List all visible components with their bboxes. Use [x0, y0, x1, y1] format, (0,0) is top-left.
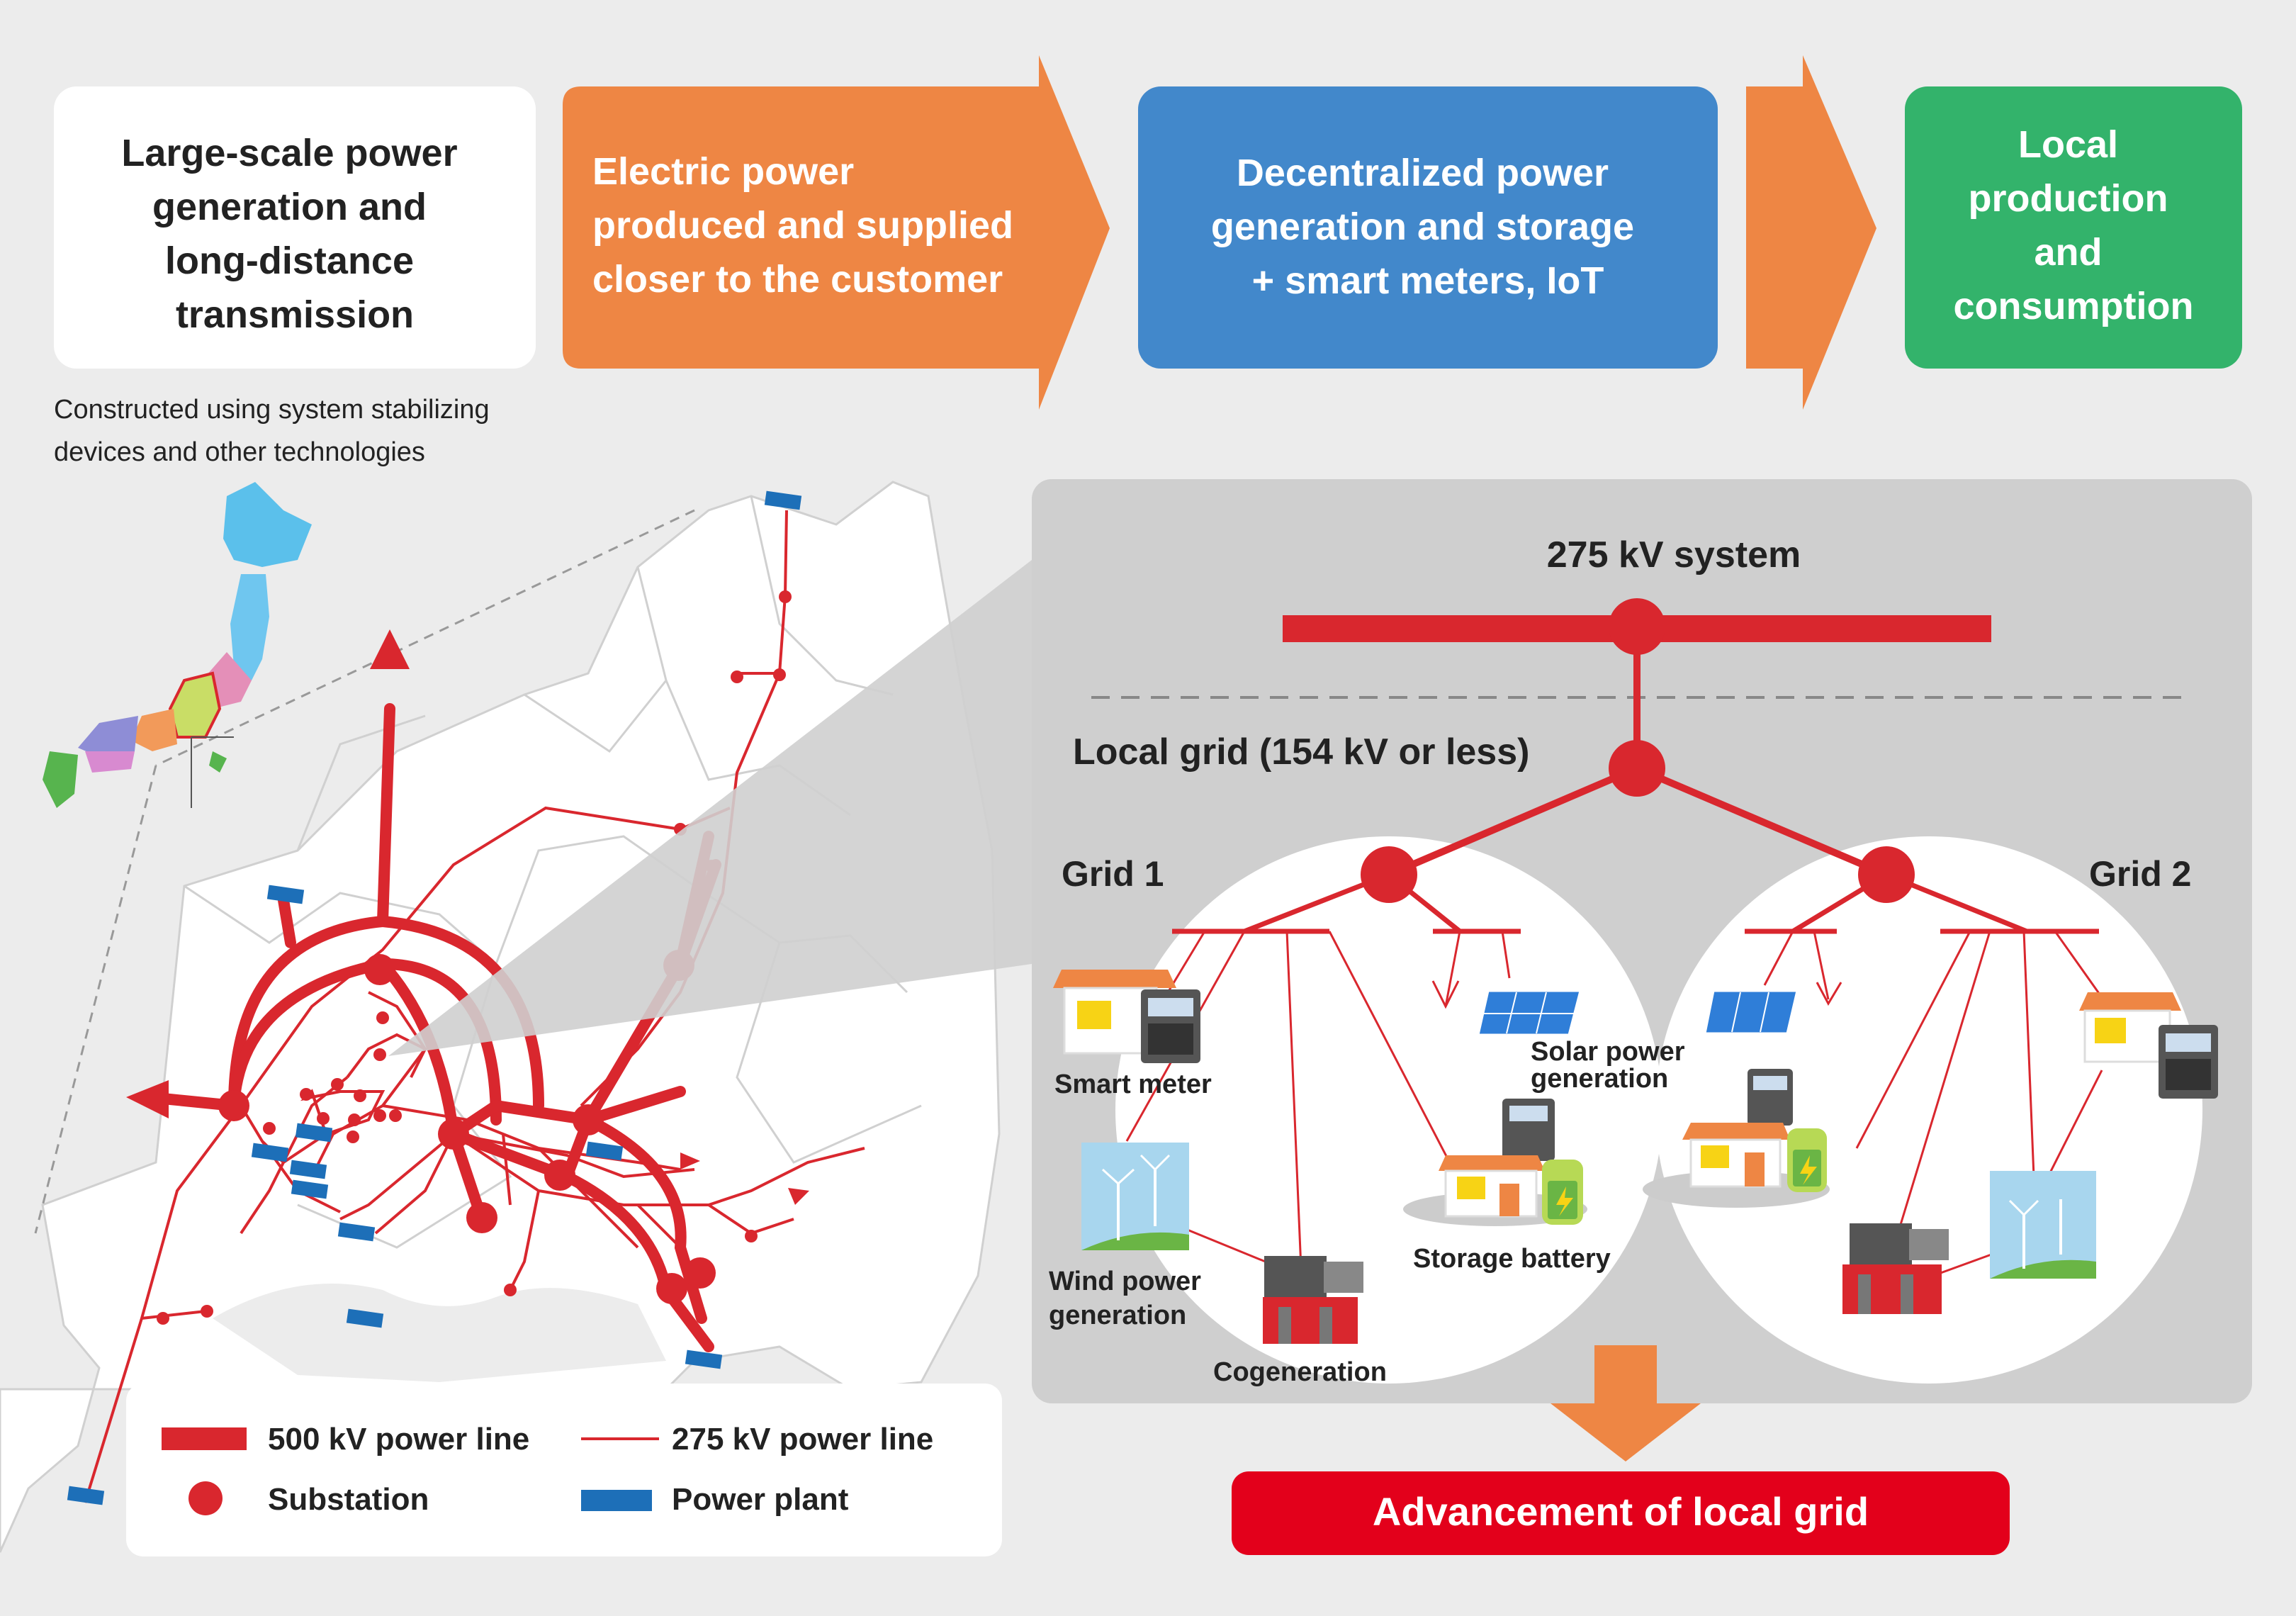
wind-label: Wind power generation	[1049, 1267, 1209, 1330]
local-grid-label: Local grid (154 kV or less)	[1073, 731, 1529, 773]
solar-label: Solar power generation	[1531, 1037, 1692, 1094]
legend-500kv-label: 500 kV power line	[268, 1422, 529, 1457]
down-arrow	[1551, 1345, 1701, 1461]
legend-power-plant-swatch	[581, 1490, 652, 1511]
local-grid-panel: 275 kV system Local grid (154 kV or less…	[1032, 479, 2252, 1403]
smart-meter-icon	[1748, 1069, 1793, 1126]
legend-substation-label: Substation	[268, 1482, 429, 1517]
smart-meter-icon	[1502, 1099, 1555, 1161]
storage-battery-icon	[1542, 1160, 1583, 1225]
wind-turbine-icon	[1990, 1171, 2096, 1279]
flow-box-local-production: Local production and consumption	[1905, 86, 2242, 369]
grid1-circle	[1115, 836, 1662, 1384]
legend-power-plant-label: Power plant	[672, 1482, 849, 1517]
svg-text:Decentralized power gene: Decentralized power generation and stora…	[1211, 152, 1645, 302]
line-arrowheads	[126, 629, 809, 1205]
legend-substation-swatch	[188, 1481, 223, 1515]
cogeneration-label: Cogeneration	[1213, 1357, 1387, 1387]
power-lines-500kv	[157, 703, 721, 1352]
wind-turbine-icon	[1081, 1143, 1189, 1250]
flow-box-large-scale: Large-scale power generation and long-di…	[54, 86, 536, 369]
zoom-wedge	[388, 560, 1032, 1056]
storage-battery-icon	[1787, 1128, 1827, 1192]
flow-box-note: Constructed using system stabilizing dev…	[54, 395, 497, 467]
smart-meter-label: Smart meter	[1054, 1070, 1212, 1099]
flow-arrow-closer-to-customer: Electric power produced and supplied clo…	[563, 55, 1110, 410]
flow-arrow-small	[1746, 55, 1876, 410]
svg-text:Local production a: Local production and consumption	[1954, 123, 2194, 327]
house-icon	[2079, 992, 2181, 1063]
cogeneration-icon	[1842, 1223, 1949, 1314]
svg-text:Large-scale power genera: Large-scale power generation and long-di…	[121, 132, 468, 336]
solar-panel-icon	[1477, 989, 1582, 1036]
cogeneration-icon	[1263, 1256, 1363, 1344]
grid2-label: Grid 2	[2089, 854, 2191, 894]
system-label: 275 kV system	[1547, 534, 1801, 576]
house-icon	[1643, 1123, 1830, 1208]
legend-500kv-swatch	[162, 1427, 247, 1450]
flow-box-decentralized: Decentralized power generation and stora…	[1138, 86, 1718, 369]
svg-text:Electric power produced: Electric power produced and supplied clo…	[592, 150, 1024, 301]
solar-panel-icon	[1704, 989, 1799, 1035]
house-icon	[1403, 1155, 1587, 1226]
japan-map-icon	[43, 482, 312, 808]
map-legend: 500 kV power line 275 kV power line Subs…	[126, 1384, 1002, 1556]
legend-275kv-label: 275 kV power line	[672, 1422, 933, 1457]
result-banner: Advancement of local grid	[1232, 1471, 2010, 1555]
power-plants	[67, 490, 802, 1505]
grid1-label: Grid 1	[1062, 854, 1164, 894]
smart-meter-icon	[2159, 1025, 2218, 1099]
svg-text:Advancement of local grid: Advancement of local grid	[1373, 1489, 1869, 1534]
storage-label: Storage battery	[1413, 1244, 1611, 1274]
smart-meter-icon	[1141, 989, 1200, 1063]
